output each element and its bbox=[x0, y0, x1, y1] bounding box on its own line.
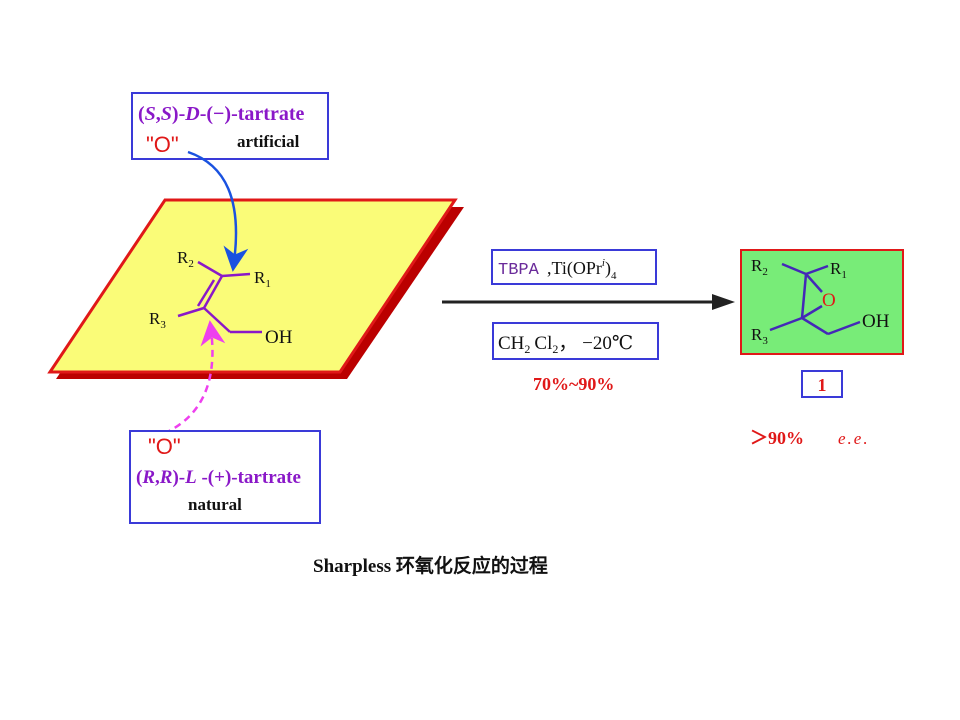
substrate-r1: R1 bbox=[254, 268, 271, 290]
substrate-r2: R2 bbox=[177, 248, 194, 270]
epoxide-oxygen: O bbox=[822, 290, 836, 311]
product-oh: OH bbox=[862, 311, 890, 332]
product-box: R2 R1 O R3 OH bbox=[740, 249, 904, 355]
ee-label: e.e. bbox=[838, 429, 870, 448]
compound-number-box: 1 bbox=[801, 370, 843, 398]
reaction-arrow bbox=[442, 294, 735, 310]
bottom-tartrate-box: "O" (R,R)-L -(+)-tartrate natural bbox=[129, 430, 321, 524]
compound-number: 1 bbox=[818, 375, 827, 395]
top-tartrate-box: (S,S)-D-(−)-tartrate "O" artificial bbox=[131, 92, 329, 160]
reagent-titanium: ,Ti(OPri)4 bbox=[547, 257, 617, 282]
artificial-label: artificial bbox=[237, 132, 300, 151]
bottom-o-label: "O" bbox=[148, 434, 181, 459]
top-o-label: "O" bbox=[146, 132, 179, 157]
substrate-structure: R2 R1 R3 OH bbox=[149, 248, 293, 348]
reaction-plane bbox=[47, 198, 464, 379]
product-r3: R3 bbox=[751, 325, 768, 347]
yield-label: 70%~90% bbox=[533, 374, 614, 394]
substrate-r3: R3 bbox=[149, 309, 166, 331]
artificial-attack-arrow bbox=[187, 150, 249, 272]
figure-caption: Sharpless 环氧化反应的过程 bbox=[313, 554, 548, 577]
reagent-box: TBPA ,Ti(OPri)4 bbox=[491, 249, 657, 285]
substrate-oh: OH bbox=[265, 327, 293, 348]
top-tartrate-name: (S,S)-D-(−)-tartrate bbox=[138, 103, 304, 125]
product-r1: R1 bbox=[830, 259, 847, 281]
bottom-tartrate-name: (R,R)-L -(+)-tartrate bbox=[136, 467, 301, 488]
product-r2: R2 bbox=[751, 256, 768, 278]
ee-value: ＞90% bbox=[750, 428, 804, 448]
natural-label: natural bbox=[188, 495, 242, 514]
reagent-tbpa: TBPA bbox=[498, 261, 540, 280]
